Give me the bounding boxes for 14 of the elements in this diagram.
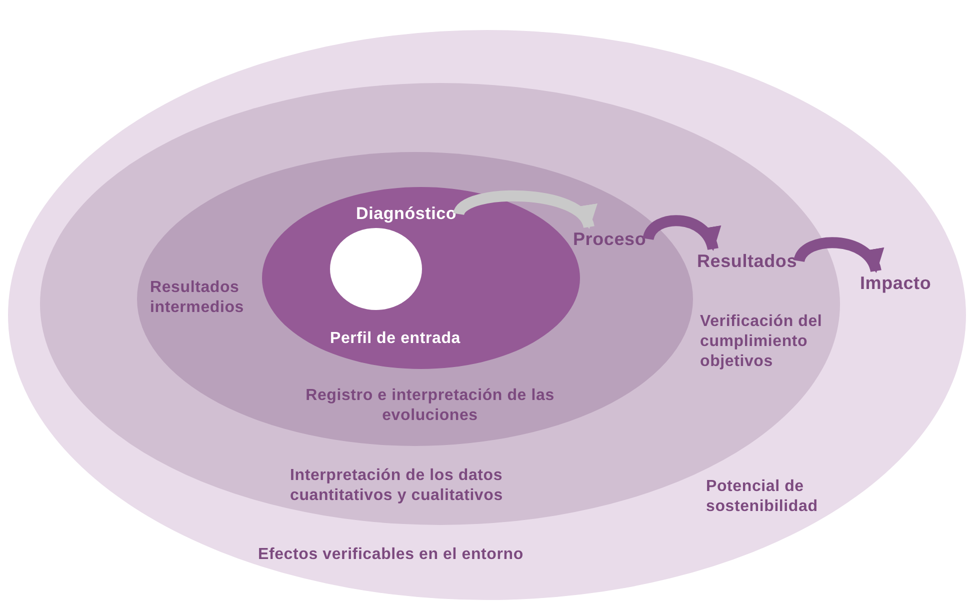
stage-description: Registro e interpretación de las evoluciones [304,386,556,426]
stage-description: Resultados intermedios [150,278,245,318]
stage-label: Diagnóstico [356,203,457,225]
stage-description: Potencial de sostenibilidad [706,477,819,517]
stage-description: Perfil de entrada [330,329,462,349]
stage-label: Proceso [573,228,646,250]
stage-label: Resultados [697,250,798,272]
stage-description: Verificación del cumplimiento objetivos [700,312,824,372]
curved-arrow [642,215,718,251]
curved-arrow [454,190,594,230]
stage-description: Interpretación de los datos cuantitativos y cualitativos [290,466,504,506]
stage-label: Impacto [860,272,932,294]
stage-description: Efectos verificables en el entorno [258,545,524,565]
curved-arrow [794,237,882,273]
